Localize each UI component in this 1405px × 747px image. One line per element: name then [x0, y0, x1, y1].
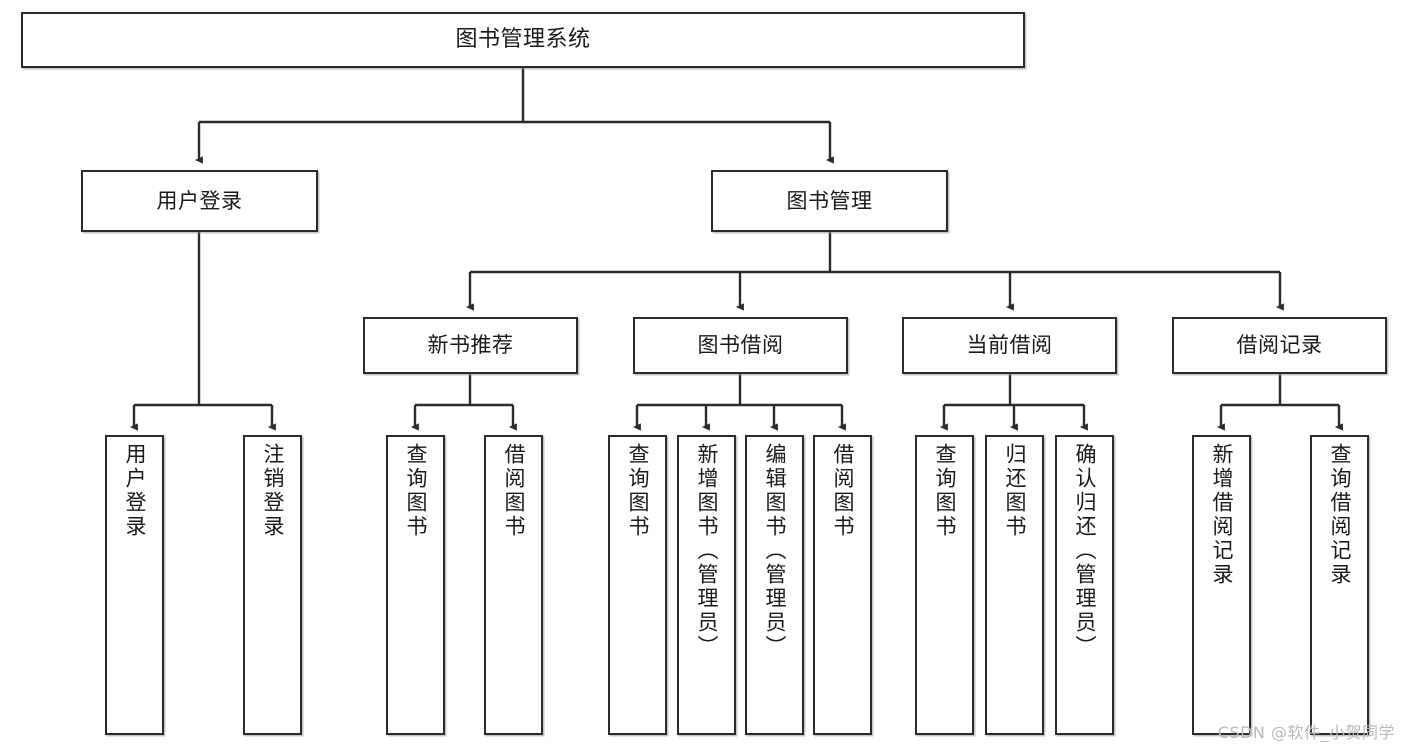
watermark-csdn: CSDN @软件_小贺同学: [1217, 723, 1395, 742]
node-label: 查询借阅记录: [1328, 443, 1352, 587]
leaf-borrow-record-add-record[interactable]: 新增借阅记录: [1192, 435, 1251, 735]
node-label: 查询图书: [933, 443, 957, 539]
leaf-new-book-query-book[interactable]: 查询图书: [386, 435, 445, 735]
node-label: 图书管理系统: [455, 27, 591, 53]
node-label: 查询图书: [404, 443, 428, 539]
leaf-borrow-record-query-record[interactable]: 查询借阅记录: [1310, 435, 1369, 735]
node-current-borrow[interactable]: 当前借阅: [902, 317, 1117, 374]
node-label: 查询图书: [626, 443, 650, 539]
leaf-current-borrow-confirm-return-admin[interactable]: 确认归还（管理员）: [1055, 435, 1114, 735]
leaf-new-book-borrow-book[interactable]: 借阅图书: [484, 435, 543, 735]
node-label: 归还图书: [1003, 443, 1027, 539]
node-label: 新增图书（管理员）: [695, 443, 719, 659]
node-label: 借阅记录: [1236, 333, 1323, 358]
node-label: 当前借阅: [966, 333, 1053, 358]
node-borrow-record[interactable]: 借阅记录: [1172, 317, 1387, 374]
node-user-login[interactable]: 用户登录: [81, 170, 318, 232]
leaf-current-borrow-return-book[interactable]: 归还图书: [985, 435, 1044, 735]
leaf-book-borrow-edit-book-admin[interactable]: 编辑图书（管理员）: [745, 435, 804, 735]
node-label: 借阅图书: [831, 443, 855, 539]
node-label: 编辑图书（管理员）: [763, 443, 787, 659]
leaf-book-borrow-query-book[interactable]: 查询图书: [608, 435, 667, 735]
leaf-user-login-logout[interactable]: 注销登录: [243, 435, 302, 735]
node-label: 确认归还（管理员）: [1073, 443, 1097, 659]
node-label: 用户登录: [123, 443, 147, 539]
node-book-borrow[interactable]: 图书借阅: [633, 317, 848, 374]
leaf-book-borrow-add-book-admin[interactable]: 新增图书（管理员）: [677, 435, 736, 735]
node-root-book-management-system[interactable]: 图书管理系统: [21, 12, 1025, 68]
leaf-user-login-user-login[interactable]: 用户登录: [105, 435, 164, 735]
node-label: 新书推荐: [427, 333, 514, 358]
node-label: 新增借阅记录: [1210, 443, 1234, 587]
node-new-book-recommend[interactable]: 新书推荐: [363, 317, 578, 374]
node-label: 用户登录: [156, 188, 243, 213]
node-label: 借阅图书: [502, 443, 526, 539]
node-label: 图书管理: [786, 188, 873, 213]
node-book-management[interactable]: 图书管理: [711, 170, 948, 232]
leaf-current-borrow-query-book[interactable]: 查询图书: [915, 435, 974, 735]
leaf-book-borrow-borrow-book[interactable]: 借阅图书: [813, 435, 872, 735]
node-label: 图书借阅: [697, 333, 784, 358]
node-label: 注销登录: [261, 443, 285, 539]
